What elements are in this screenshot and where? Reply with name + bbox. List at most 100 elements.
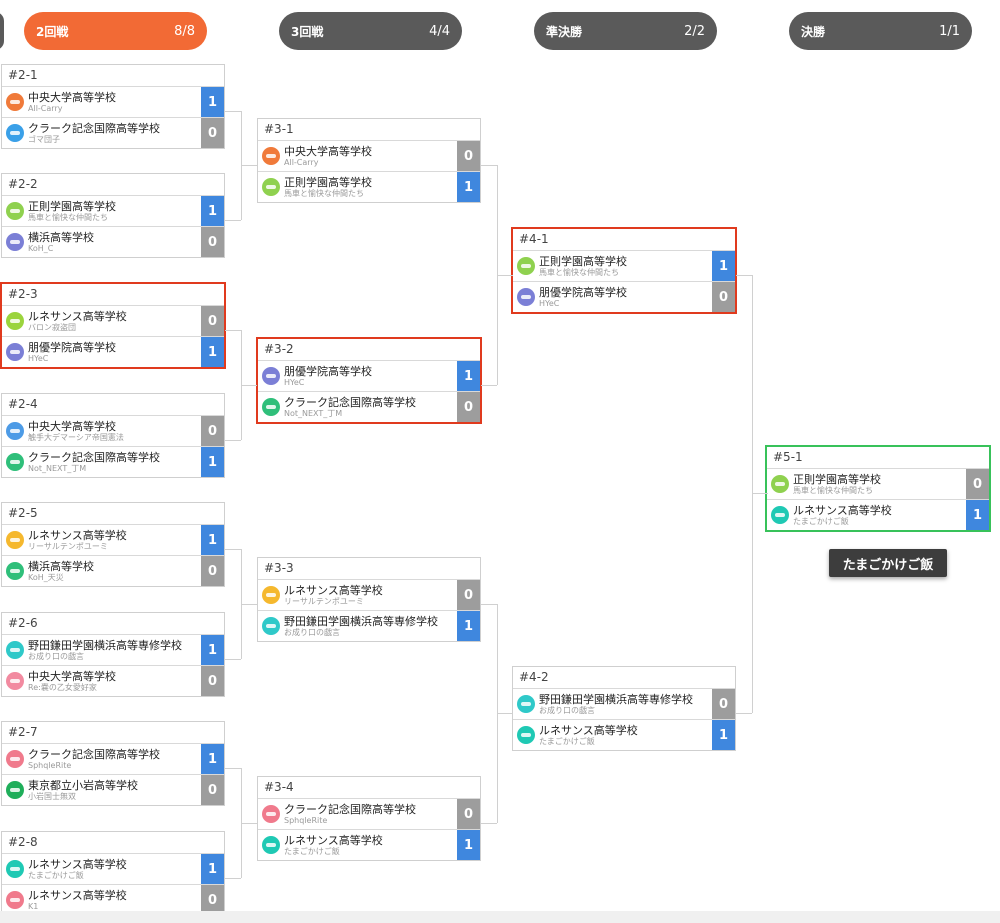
- match-id: #3-4: [258, 777, 480, 799]
- school-name: 中央大学高等学校: [28, 669, 116, 683]
- team-names: 正則学園高等学校馬車と愉快な仲間たち: [28, 196, 201, 226]
- match-id: #3-3: [258, 558, 480, 580]
- team-avatar-icon: [262, 836, 280, 854]
- team-name: たまごかけご飯: [28, 870, 84, 880]
- round-count: 1/1: [939, 23, 960, 39]
- school-name: 横浜高等学校: [28, 559, 94, 573]
- match-id: #3-2: [258, 339, 480, 361]
- team-name: ゴマ団子: [28, 134, 60, 144]
- team-avatar-icon: [262, 178, 280, 196]
- score-badge: 1: [457, 830, 480, 860]
- score-badge: 0: [201, 416, 224, 446]
- team-name: Not_NEXT_丁M: [28, 463, 87, 473]
- score-badge: 1: [201, 635, 224, 665]
- bracket-connector: [736, 713, 752, 714]
- score-badge: 0: [201, 775, 224, 805]
- school-name: 正則学園高等学校: [539, 254, 627, 268]
- score-badge: 0: [201, 306, 224, 336]
- team-avatar-icon: [262, 367, 280, 385]
- score-badge: 1: [201, 87, 224, 117]
- team-name: たまごかけご飯: [539, 736, 595, 746]
- score-badge: 1: [712, 251, 735, 281]
- team-avatar-icon: [517, 288, 535, 306]
- team-avatar-icon: [262, 147, 280, 165]
- school-name: クラーク記念国際高等学校: [28, 121, 160, 135]
- bracket-connector: [752, 275, 753, 713]
- score-badge: 1: [457, 611, 480, 641]
- team-name: Re:嚢の乙女愛好家: [28, 682, 97, 692]
- team-avatar-icon: [262, 586, 280, 604]
- team-name: Not_NEXT_丁M: [284, 408, 343, 418]
- team-name: 馬車と愉快な仲間たち: [28, 212, 108, 222]
- score-badge: 0: [966, 469, 989, 499]
- match-id: #2-4: [2, 394, 224, 416]
- previous-round-pill[interactable]: [0, 12, 4, 50]
- school-name: 正則学園高等学校: [793, 472, 881, 486]
- team-names: ルネサンス高等学校リーサルテンポユーミ: [28, 525, 201, 555]
- school-name: クラーク記念国際高等学校: [284, 395, 416, 409]
- team-avatar-icon: [262, 617, 280, 635]
- team-avatar-icon: [6, 453, 24, 471]
- round-count: 8/8: [174, 23, 195, 39]
- bracket-connector: [481, 823, 497, 824]
- match-id: #2-7: [2, 722, 224, 744]
- champion-label: たまごかけご飯: [829, 549, 947, 577]
- team-names: ルネサンス高等学校たまごかけご飯: [284, 830, 457, 860]
- bracket-connector: [241, 604, 257, 605]
- team-avatar-icon: [6, 562, 24, 580]
